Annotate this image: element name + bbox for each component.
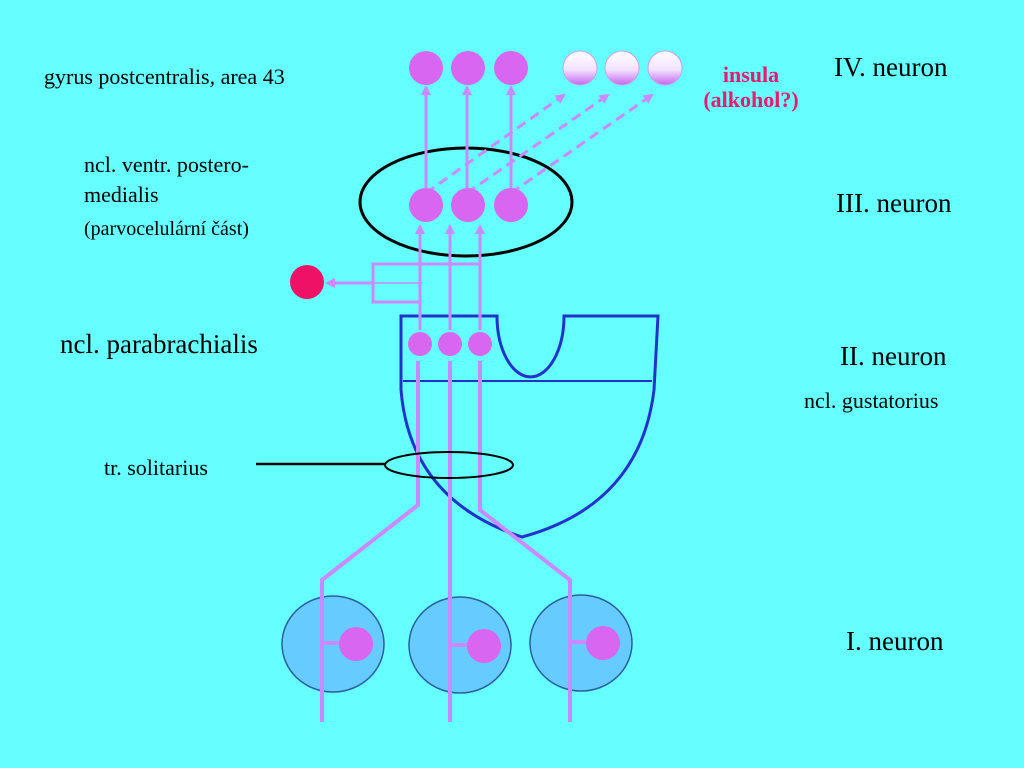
secondary-fibers [325, 224, 485, 330]
label-ncl-gustatorius: ncl. gustatorius [804, 388, 939, 413]
tertiary-neuron-3 [494, 188, 528, 222]
secondary-neuron-1 [408, 332, 432, 356]
label-neuron-2: II. neuron [840, 341, 947, 371]
tertiary-fibers [421, 85, 516, 193]
primary-fibers [320, 361, 601, 722]
tertiary-neuron-2 [451, 188, 485, 222]
secondary-neuron-2 [438, 332, 462, 356]
label-neuron-4: IV. neuron [834, 52, 948, 82]
insula-line-2: (alkohol?) [703, 87, 799, 113]
cortical-neuron-1 [409, 51, 443, 85]
insula-line-1: insula [722, 62, 780, 87]
label-vpm-line2: medialis [84, 182, 159, 207]
label-vpm-line1: ncl. ventr. postero- [84, 152, 249, 177]
primary-neuron-1 [339, 627, 373, 661]
primary-neuron-3 [586, 626, 620, 660]
label-vpm-line3: (parvocelulární část) [84, 218, 249, 240]
medulla-nucleus-outline [399, 314, 660, 539]
label-gyrus-postcentralis: gyrus postcentralis, area 43 [44, 64, 285, 89]
label-insula: insula (alkohol?) [691, 62, 811, 113]
primary-neuron-2 [467, 629, 501, 663]
cortical-neuron-3 [494, 51, 528, 85]
side-neuron [290, 265, 324, 299]
label-neuron-1: I. neuron [846, 626, 944, 656]
secondary-neuron-3 [468, 332, 492, 356]
tertiary-neuron-1 [409, 188, 443, 222]
insula-neuron-3 [647, 50, 683, 86]
label-neuron-3: III. neuron [836, 188, 952, 218]
label-ncl-parabrachialis: ncl. parabrachialis [60, 329, 258, 359]
insula-neuron-1 [562, 50, 598, 86]
cortical-neuron-2 [451, 51, 485, 85]
label-tr-solitarius: tr. solitarius [104, 455, 208, 480]
insula-projection-fibers [425, 93, 654, 195]
insula-neuron-2 [604, 50, 640, 86]
